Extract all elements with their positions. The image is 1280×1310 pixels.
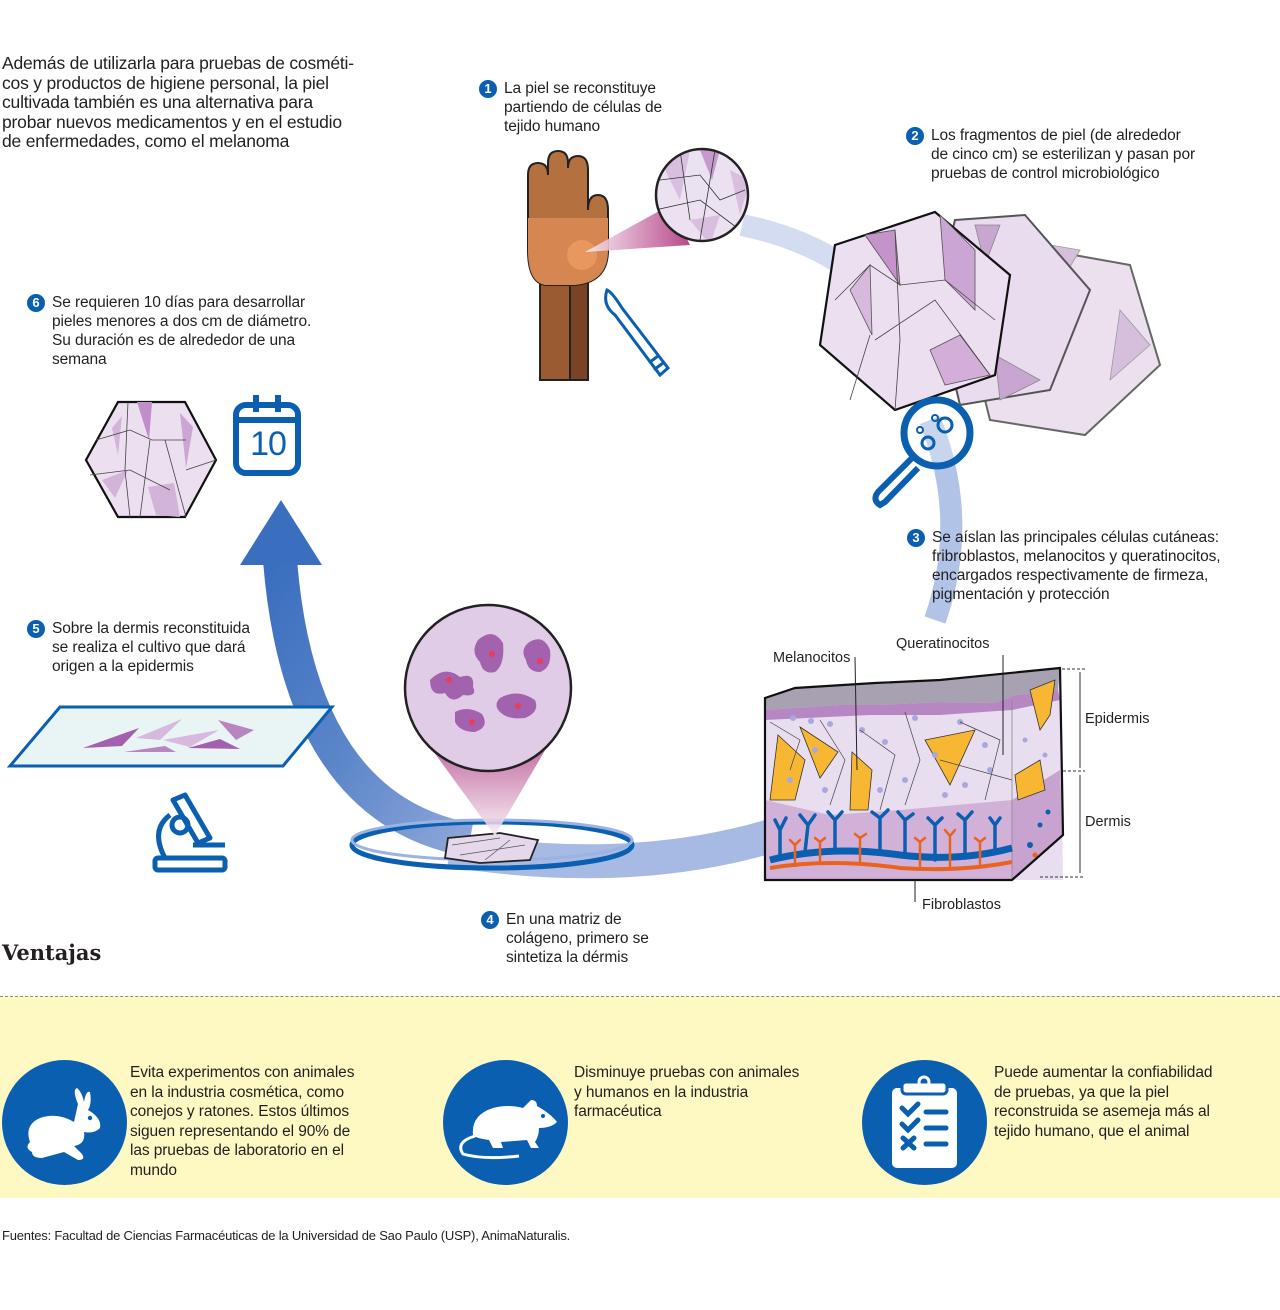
collagen-matrix — [443, 832, 540, 864]
magnify-circle — [654, 147, 750, 243]
ventajas-panel — [0, 996, 1280, 1198]
rat-icon — [443, 1060, 568, 1185]
step-text-line: encargados respectivamente de firmeza, — [932, 567, 1209, 584]
label-epidermis: Epidermis — [1085, 711, 1150, 727]
ventaja-line: Evita experimentos con animales — [130, 1064, 355, 1081]
step-text-line: se realiza el cultivo que dará — [52, 639, 246, 656]
step-text-line: Su duración es de alrededor de una — [52, 332, 296, 349]
ventaja-line: y humanos en la industria — [574, 1083, 749, 1101]
clipboard-checklist-icon — [862, 1060, 987, 1185]
label-melanocitos: Melanocitos — [773, 650, 851, 666]
skin-fragment-front — [818, 210, 1012, 412]
step-1: 1 La piel se reconstituye partiendo de c… — [479, 79, 739, 136]
ventaja-line: en la industria cosmética, como — [130, 1083, 344, 1101]
step-text-line: La piel se reconstituye — [504, 80, 656, 97]
magnifier-microbe-icon — [872, 396, 974, 509]
step-text-line: partiendo de células de — [504, 99, 662, 116]
ventaja-line: reconstruida se asemeja más al — [994, 1103, 1210, 1121]
intro-line: probar nuevos medicamentos y en el estud… — [2, 111, 342, 132]
step-text-line: pigmentación y protección — [932, 586, 1110, 603]
sources-footnote: Fuentes: Facultad de Ciencias Farmacéuti… — [2, 1228, 571, 1243]
step-number-badge: 5 — [27, 620, 45, 638]
step-6: 6 Se requieren 10 días para desarrollar … — [27, 293, 367, 369]
label-dermis: Dermis — [1085, 814, 1131, 830]
step-number-badge: 2 — [906, 127, 924, 145]
grown-skin-hexagon — [84, 400, 218, 519]
slide-cells — [83, 719, 254, 752]
ventajas-heading: Ventajas — [2, 940, 102, 965]
ventaja-line: mundo — [130, 1161, 177, 1179]
hand-illustration — [527, 149, 609, 381]
step-text-line: Se aíslan las principales células cutáne… — [932, 529, 1219, 546]
intro-line: cultivada también es una alternativa par… — [2, 92, 313, 113]
ventaja-1-text: Evita experimentos con animales en la in… — [130, 1063, 420, 1181]
step-number-badge: 6 — [27, 294, 45, 312]
arrow-head — [240, 500, 322, 565]
ventaja-line: de pruebas, ya que la piel — [994, 1083, 1169, 1101]
cycle-arrow-left — [263, 558, 474, 857]
ventaja-line: conejos y ratones. Estos últimos — [130, 1103, 350, 1121]
step-text-line: fribroblastos, melanocitos y queratinoci… — [932, 548, 1221, 565]
step-text-line: Los fragmentos de piel (de alrededor — [931, 127, 1181, 144]
intro-line: Además de utilizarla para pruebas de cos… — [2, 53, 354, 73]
step-number-badge: 1 — [479, 80, 497, 98]
culture-slide — [6, 705, 336, 768]
intro-line: cos y productos de higiene personal, la … — [2, 72, 329, 93]
step-number-badge: 3 — [907, 529, 925, 547]
ventaja-line: las pruebas de laboratorio en el — [130, 1142, 344, 1160]
calendar-day: 10 — [250, 425, 287, 463]
step-text-line: origen a la epidermis — [52, 658, 194, 675]
rabbit-icon — [2, 1060, 127, 1185]
ventaja-2-text: Disminuye pruebas con animales y humanos… — [574, 1063, 844, 1122]
label-fibroblastos: Fibroblastos — [922, 897, 1001, 913]
intro-paragraph: Además de utilizarla para pruebas de cos… — [2, 53, 412, 152]
step-text-line: de cinco cm) se esterilizan y pasan por — [931, 146, 1196, 163]
step-number-badge: 4 — [481, 911, 499, 929]
step-text-line: colágeno, primero se — [506, 930, 649, 947]
magnify-circle-dish — [403, 603, 573, 773]
step-text-line: Sobre la dermis reconstituida — [52, 620, 250, 637]
scalpel-icon — [604, 288, 671, 378]
step-text-line: semana — [52, 351, 107, 368]
step-text-line: sintetiza la dérmis — [506, 949, 629, 966]
ventaja-3-text: Puede aumentar la confiabilidad de prueb… — [994, 1063, 1279, 1141]
step-text-line: tejido humano — [504, 118, 601, 135]
ventaja-line: tejido humano, que el animal — [994, 1122, 1190, 1140]
step-3: 3 Se aíslan las principales células cutá… — [907, 528, 1280, 604]
skin-cross-section — [763, 655, 1085, 902]
step-text-line: pieles menores a dos cm de diámetro. — [52, 313, 312, 330]
ventaja-line: farmacéutica — [574, 1103, 662, 1121]
step-text-line: En una matriz de — [506, 911, 622, 928]
step-text-line: Se requieren 10 días para desarrollar — [52, 294, 306, 311]
intro-line: de enfermedades, como el melanoma — [2, 131, 290, 152]
label-queratinocitos: Queratinocitos — [896, 636, 990, 652]
step-2: 2 Los fragmentos de piel (de alrededor d… — [906, 126, 1246, 183]
step-4: 4 En una matriz de colágeno, primero se … — [481, 910, 701, 967]
ventaja-line: Puede aumentar la confiabilidad — [994, 1064, 1213, 1081]
ventaja-line: Disminuye pruebas con animales — [574, 1064, 800, 1081]
ventaja-line: siguen representando el 90% de — [130, 1122, 351, 1140]
cycle-arc-right — [919, 415, 963, 624]
step-5: 5 Sobre la dermis reconstituida se reali… — [27, 619, 317, 676]
calendar-icon — [233, 395, 301, 476]
step-text-line: pruebas de control microbiológico — [931, 165, 1160, 182]
microscope-icon — [152, 792, 228, 873]
